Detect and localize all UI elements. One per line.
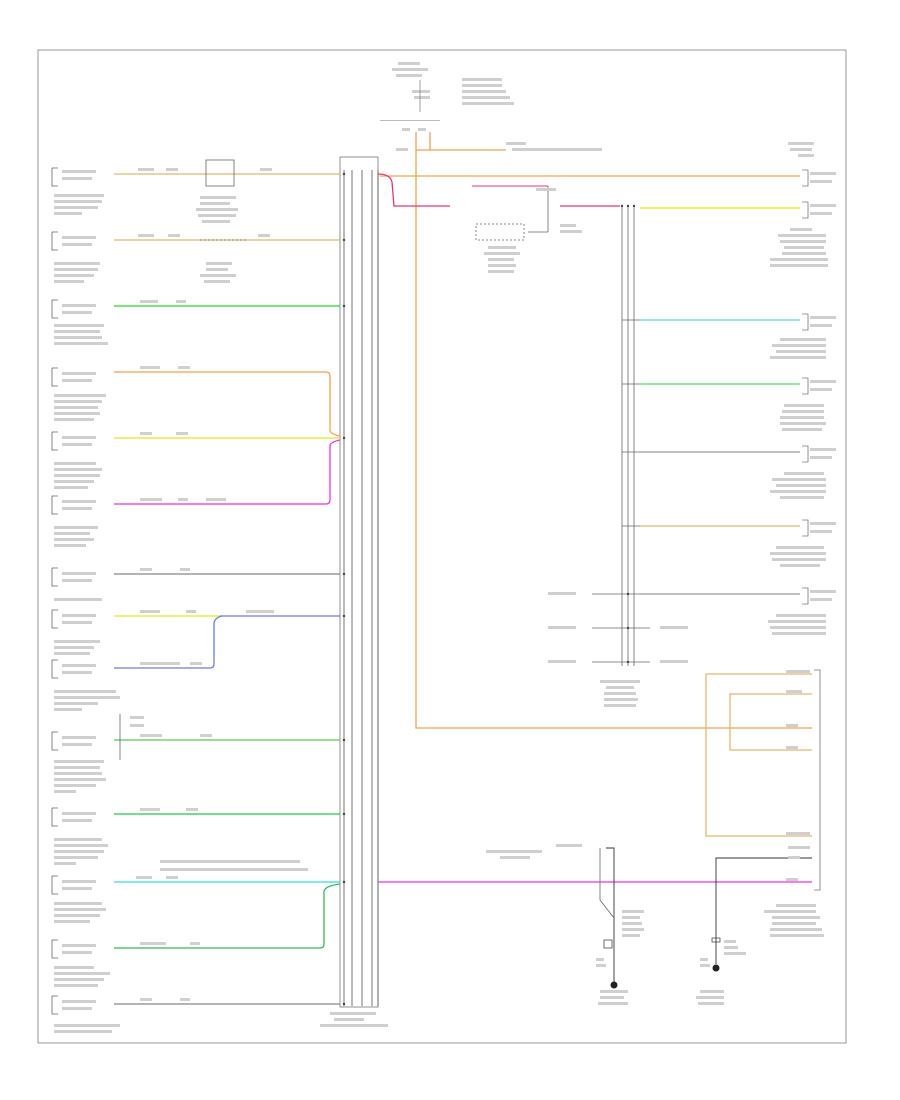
central-bus xyxy=(339,156,379,1008)
top-fuse-block xyxy=(380,62,514,151)
wire-blue-2 xyxy=(114,615,223,669)
wire-pink-1 xyxy=(114,439,341,505)
ground-symbols xyxy=(603,937,721,989)
right-connector-pins xyxy=(802,169,821,891)
wire-tan-loop xyxy=(705,673,812,837)
left-module-labels xyxy=(54,170,120,1033)
wire-black-2 xyxy=(606,847,615,985)
ground-left-icon xyxy=(610,981,618,989)
left-wires xyxy=(114,173,341,1005)
left-components xyxy=(119,159,246,760)
left-module-connectors xyxy=(51,167,58,1015)
diagram-border xyxy=(37,49,847,1044)
right-wires xyxy=(377,132,812,985)
right-labels xyxy=(484,142,836,1005)
splice-dots xyxy=(342,172,636,1006)
right-splice-bus xyxy=(475,186,650,919)
wire-orange-main xyxy=(415,132,812,729)
wire-tan-loop-2 xyxy=(729,693,812,751)
bus-label xyxy=(320,1012,388,1027)
wire-black-1 xyxy=(715,857,812,940)
wire-green-4 xyxy=(114,883,341,949)
wire-orange-1 xyxy=(114,371,341,437)
ground-right-icon xyxy=(712,964,720,972)
left-component-labels xyxy=(130,196,308,871)
left-wire-labels xyxy=(136,168,274,1001)
wire-red-pink xyxy=(377,173,450,207)
